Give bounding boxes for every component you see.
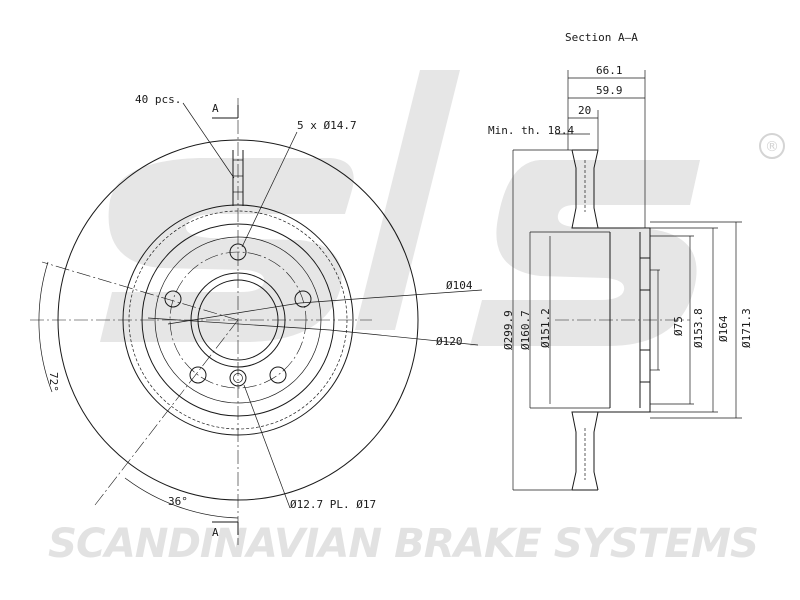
front-view: A A 40 pcs. 5 x Ø14.7 Ø104 Ø120 Ø12.7 PL… <box>30 93 483 545</box>
radial-36-line <box>94 319 239 506</box>
bolt-holes-label: 5 x Ø14.7 <box>297 119 357 132</box>
dim-20-label: 20 <box>578 104 591 117</box>
hub-circle-label: Ø120 <box>436 335 463 348</box>
vanes-count-label: 40 pcs. <box>135 93 181 106</box>
dia-151-2-label: Ø151.2 <box>539 308 552 348</box>
bolt-hole <box>164 290 182 308</box>
section-title: Section A–A <box>565 31 638 44</box>
dia-299-9-label: Ø299.9 <box>502 310 515 350</box>
dia-75-label: Ø75 <box>672 316 685 336</box>
dia-160-7-label: Ø160.7 <box>519 310 532 350</box>
dim-59-9-label: 59.9 <box>596 84 623 97</box>
section-view: Section A–A 66.1 59.9 20 Min. th. 18.4 Ø… <box>488 31 753 491</box>
radial-72-line <box>41 261 239 321</box>
dim-66-1-label: 66.1 <box>596 64 623 77</box>
angle-72-label: 72° <box>47 372 60 392</box>
section-marker-bottom: A <box>212 526 219 539</box>
dia-164-label: Ø164 <box>717 315 730 342</box>
pilot-holes-label: Ø12.7 PL. Ø17 <box>290 498 376 511</box>
dia-171-3-label: Ø171.3 <box>740 308 753 348</box>
watermark-tagline: SCANDINAVIAN BRAKE SYSTEMS <box>48 521 758 567</box>
angle-36-label: 36° <box>168 495 188 508</box>
sbs-logo-watermark: ® <box>100 70 785 346</box>
registered-mark: ® <box>765 139 779 155</box>
bolt-hole <box>294 290 312 308</box>
bolt-hole <box>269 366 287 384</box>
section-marker-top: A <box>212 102 219 115</box>
bolt-circle-label: Ø104 <box>446 279 473 292</box>
min-thickness-label: Min. th. 18.4 <box>488 124 574 137</box>
bolt-hole <box>189 366 207 384</box>
dia-153-8-label: Ø153.8 <box>692 308 705 348</box>
